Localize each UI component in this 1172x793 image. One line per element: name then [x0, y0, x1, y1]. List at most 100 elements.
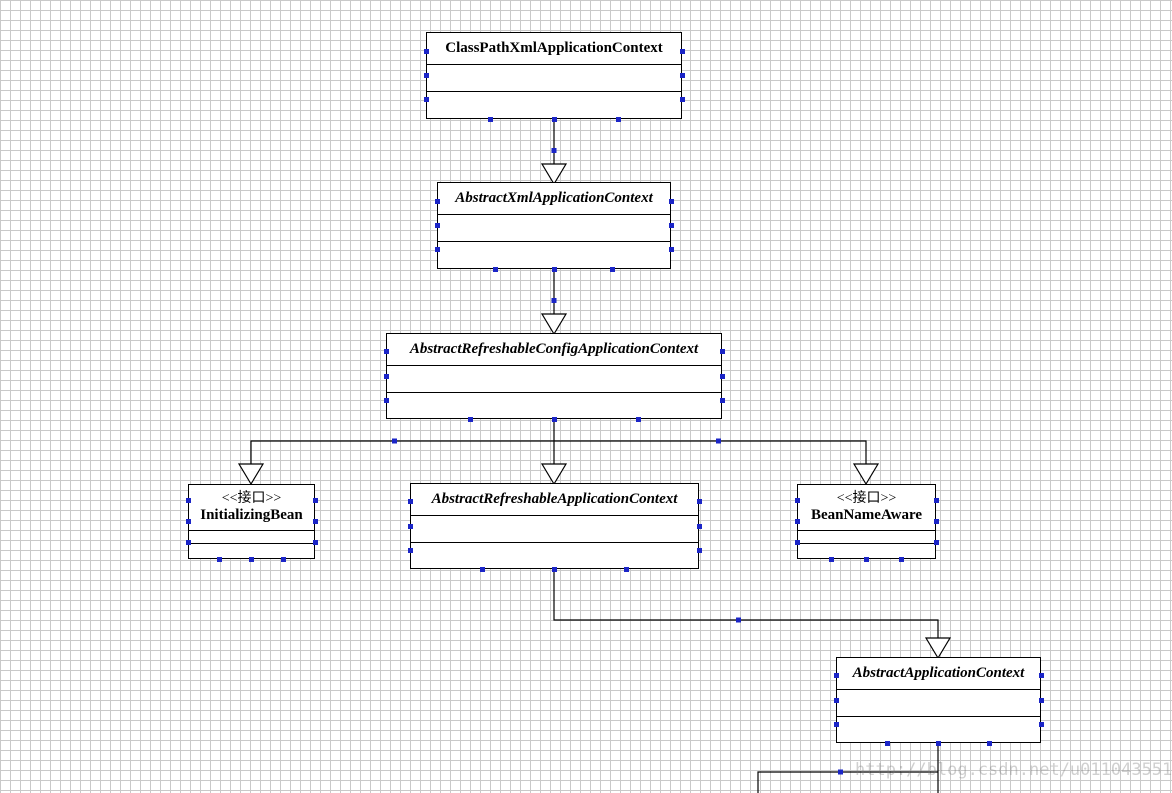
attributes-compartment [837, 690, 1040, 717]
connector-handle[interactable] [551, 148, 557, 153]
stereotype-label: <<接口>> [836, 491, 897, 506]
selection-handle[interactable] [551, 266, 557, 272]
selection-handle[interactable] [668, 223, 674, 228]
selection-handle[interactable] [624, 566, 630, 572]
selection-handle[interactable] [933, 540, 939, 545]
selection-handle[interactable] [679, 73, 685, 78]
connector-c3-c4[interactable] [250, 440, 554, 464]
selection-handle[interactable] [864, 556, 869, 562]
selection-handle[interactable] [249, 556, 254, 562]
selection-handle[interactable] [696, 499, 702, 505]
connector-layer [237, 118, 952, 793]
selection-handle[interactable] [833, 697, 839, 703]
connector-c5-c7[interactable] [553, 568, 939, 638]
selection-handle[interactable] [933, 519, 939, 524]
selection-handle[interactable] [423, 48, 429, 54]
selection-handle[interactable] [312, 498, 318, 503]
connector-handle[interactable] [838, 769, 843, 775]
selection-handle[interactable] [185, 540, 191, 545]
class-name-header: AbstractRefreshableConfigApplicationCont… [387, 334, 721, 366]
selection-handle[interactable] [551, 416, 557, 422]
selection-handle[interactable] [493, 266, 498, 272]
selection-handle[interactable] [487, 116, 493, 122]
selection-handle[interactable] [719, 373, 725, 379]
selection-handle[interactable] [833, 673, 839, 679]
selection-handle[interactable] [794, 498, 800, 503]
attributes-compartment [438, 215, 670, 242]
connector-handle[interactable] [716, 438, 721, 444]
class-name: InitializingBean [200, 507, 303, 523]
selection-handle[interactable] [217, 556, 223, 562]
selection-handle[interactable] [434, 198, 440, 204]
selection-handle[interactable] [383, 349, 389, 355]
selection-handle[interactable] [794, 540, 800, 545]
attributes-compartment [798, 531, 935, 544]
selection-handle[interactable] [423, 97, 429, 103]
generalization-arrowhead [852, 463, 880, 486]
selection-handle[interactable] [434, 247, 440, 253]
selection-handle[interactable] [615, 116, 621, 122]
selection-handle[interactable] [185, 519, 191, 524]
selection-handle[interactable] [829, 556, 835, 562]
class-name: ClassPathXmlApplicationContext [445, 40, 663, 56]
selection-handle[interactable] [898, 556, 904, 562]
class-box-c1[interactable]: ClassPathXmlApplicationContext [426, 32, 682, 119]
selection-handle[interactable] [719, 349, 725, 355]
connector-c3-c6[interactable] [554, 440, 867, 464]
attributes-compartment [387, 366, 721, 393]
selection-handle[interactable] [312, 519, 318, 524]
selection-handle[interactable] [552, 566, 557, 572]
class-name: BeanNameAware [810, 507, 923, 523]
class-name: AbstractRefreshableApplicationContext [431, 491, 678, 507]
connector-handle[interactable] [736, 617, 741, 623]
class-name: AbstractApplicationContext [852, 665, 1025, 681]
connector-handle[interactable] [551, 298, 557, 303]
selection-handle[interactable] [185, 498, 191, 503]
stereotype-label: <<接口>> [221, 491, 282, 506]
selection-handle[interactable] [610, 266, 615, 272]
class-name-header: AbstractApplicationContext [837, 658, 1040, 690]
selection-handle[interactable] [635, 416, 641, 422]
generalization-arrowhead [924, 637, 952, 660]
generalization-arrowhead [540, 163, 568, 186]
selection-handle[interactable] [933, 498, 939, 503]
selection-handle[interactable] [668, 198, 674, 204]
selection-handle[interactable] [479, 566, 485, 572]
class-name: AbstractXmlApplicationContext [455, 190, 653, 206]
class-name-header: AbstractXmlApplicationContext [438, 183, 670, 215]
selection-handle[interactable] [312, 540, 318, 545]
selection-handle[interactable] [407, 499, 413, 505]
selection-handle[interactable] [833, 721, 839, 727]
selection-handle[interactable] [696, 523, 702, 529]
selection-handle[interactable] [434, 223, 440, 228]
selection-handle[interactable] [696, 547, 702, 553]
selection-handle[interactable] [383, 397, 389, 403]
selection-handle[interactable] [1038, 673, 1044, 679]
selection-handle[interactable] [423, 73, 429, 78]
selection-handle[interactable] [679, 48, 685, 54]
interface-box-c4[interactable]: <<接口>> InitializingBean [188, 484, 315, 559]
class-box-c7[interactable]: AbstractApplicationContext [836, 657, 1041, 743]
connector-handle[interactable] [392, 438, 397, 444]
selection-handle[interactable] [668, 247, 674, 253]
selection-handle[interactable] [719, 397, 725, 403]
selection-handle[interactable] [1038, 721, 1044, 727]
selection-handle[interactable] [794, 519, 800, 524]
interface-box-c6[interactable]: <<接口>> BeanNameAware [797, 484, 936, 559]
class-box-c3[interactable]: AbstractRefreshableConfigApplicationCont… [386, 333, 722, 419]
selection-handle[interactable] [1038, 697, 1044, 703]
selection-handle[interactable] [679, 97, 685, 103]
selection-handle[interactable] [467, 416, 473, 422]
selection-handle[interactable] [987, 740, 993, 746]
selection-handle[interactable] [383, 373, 389, 379]
selection-handle[interactable] [884, 740, 890, 746]
class-box-c2[interactable]: AbstractXmlApplicationContext [437, 182, 671, 269]
selection-handle[interactable] [551, 116, 557, 122]
class-box-c5[interactable]: AbstractRefreshableApplicationContext [410, 483, 699, 569]
selection-handle[interactable] [936, 740, 941, 746]
connector-next-branch[interactable] [757, 771, 938, 793]
selection-handle[interactable] [407, 547, 413, 553]
selection-handle[interactable] [407, 523, 413, 529]
class-name-header: <<接口>> BeanNameAware [798, 485, 935, 531]
selection-handle[interactable] [280, 556, 286, 562]
